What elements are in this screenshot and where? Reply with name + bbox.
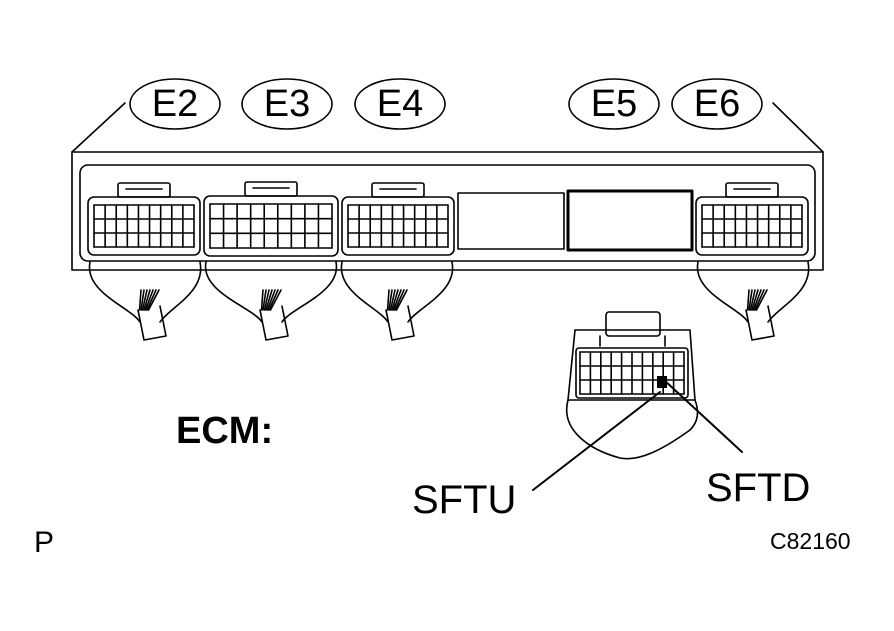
ecm-housing	[71, 102, 824, 271]
connector-label-e2: E2	[151, 83, 199, 125]
harness-e4	[340, 261, 454, 341]
wire-harnesses	[88, 261, 810, 341]
connector-label-e6: E6	[693, 83, 741, 125]
connector-block-e6	[695, 182, 809, 256]
sftu-leader-line	[532, 391, 661, 491]
oval-e3	[241, 78, 333, 130]
detached-connector-terminals	[575, 347, 689, 399]
terminal-label-sftu: SFTU	[412, 478, 517, 522]
oval-e6	[671, 78, 763, 130]
oval-e4	[354, 78, 446, 130]
connector-ovals	[129, 78, 763, 130]
ecm-label: ECM:	[176, 410, 274, 452]
corner-letter: P	[34, 526, 55, 559]
connector-block-e2	[87, 182, 201, 256]
connector-label-e3: E3	[263, 83, 311, 125]
terminal-label-sftd: SFTD	[706, 466, 811, 510]
harness-e6	[696, 261, 810, 341]
harness-e2	[88, 261, 202, 341]
connector-label-e4: E4	[376, 83, 424, 125]
sftd-leader-line	[663, 379, 743, 453]
harness-e3	[204, 261, 338, 341]
detached-connector	[565, 311, 699, 460]
connector-block-e3	[203, 181, 339, 257]
connector-blocks	[87, 181, 809, 257]
oval-e5	[568, 78, 660, 130]
blank-cover-plate	[457, 192, 565, 250]
oval-e2	[129, 78, 221, 130]
e5-cover-plate	[566, 189, 694, 252]
figure-code: C82160	[770, 528, 851, 554]
connector-label-e5: E5	[590, 83, 638, 125]
connector-block-e4	[341, 182, 455, 256]
